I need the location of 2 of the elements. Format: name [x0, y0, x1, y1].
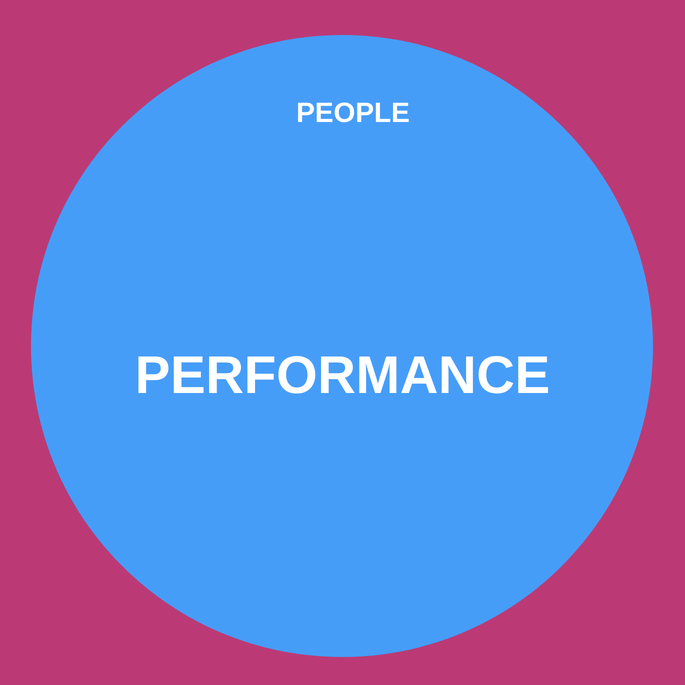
- circle-title: PERFORMANCE: [138, 356, 548, 394]
- circle-heading: PEOPLE: [298, 102, 409, 122]
